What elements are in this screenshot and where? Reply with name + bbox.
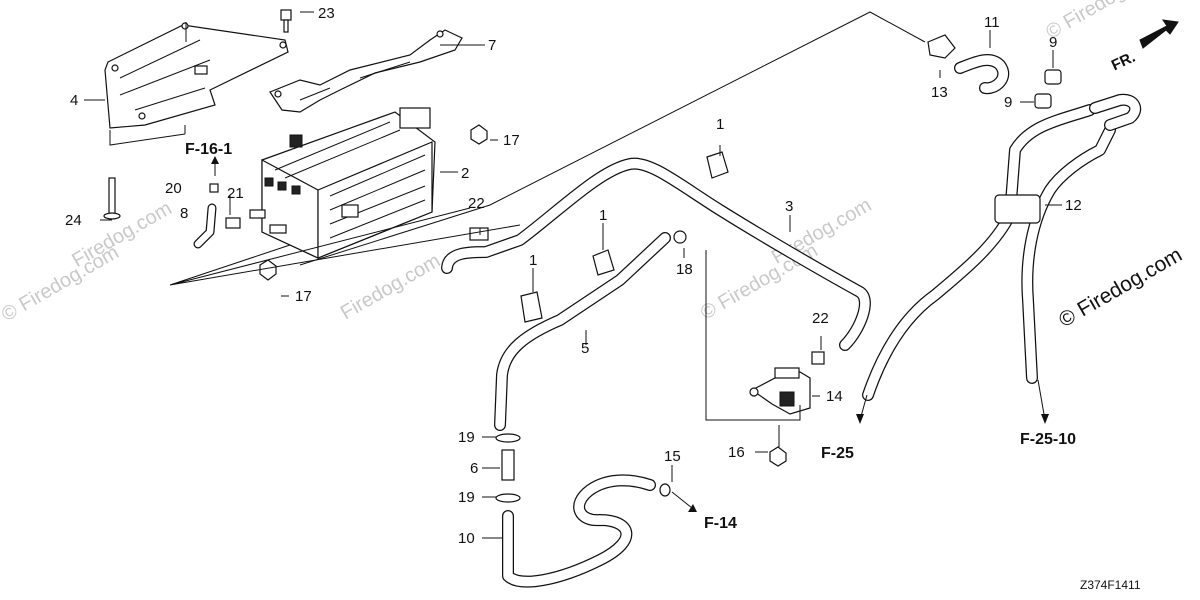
callout-9b: 9 — [1004, 94, 1012, 111]
leader-lines — [84, 11, 1062, 539]
callout-8: 8 — [180, 205, 188, 222]
callout-24: 24 — [65, 212, 82, 229]
callout-6: 6 — [470, 460, 478, 477]
hose-12-part — [862, 93, 1142, 401]
ref-f25-10[interactable]: F-25-10 — [1020, 431, 1076, 448]
callout-15: 15 — [664, 448, 681, 465]
ref-f25[interactable]: F-25 — [821, 445, 854, 462]
hose-3-part — [441, 157, 871, 351]
callout-12: 12 — [1065, 197, 1082, 214]
ref-f16-1[interactable]: F-16-1 — [185, 141, 232, 158]
clip-parts — [520, 151, 729, 323]
callout-13: 13 — [931, 84, 948, 101]
callout-18: 18 — [676, 261, 693, 278]
ref-f14[interactable]: F-14 — [704, 515, 737, 532]
callout-20: 20 — [165, 180, 182, 197]
callout-4: 4 — [70, 92, 78, 109]
hose-5-part — [494, 230, 687, 431]
callout-2: 2 — [461, 165, 469, 182]
callout-1c: 1 — [529, 252, 537, 269]
small-parts-left — [103, 9, 488, 281]
hose-11-part — [927, 34, 1062, 109]
callout-5: 5 — [581, 340, 589, 357]
connector-6-part — [495, 433, 521, 503]
callout-17b: 17 — [295, 288, 312, 305]
callout-labels: 23 7 4 17 2 20 21 8 24 17 22 1 1 1 3 18 … — [65, 5, 1082, 547]
callout-23: 23 — [318, 5, 335, 22]
callout-14: 14 — [826, 388, 843, 405]
callout-1a: 1 — [716, 116, 724, 133]
watermark-mid-left: Firedog.com — [337, 250, 444, 325]
diagram-code: Z374F1411 — [1080, 578, 1141, 592]
bracket-7-part — [269, 29, 463, 113]
callout-9a: 9 — [1049, 34, 1057, 51]
direction-label: FR. — [1109, 49, 1138, 75]
callout-22b: 22 — [812, 310, 829, 327]
hose-10-part — [502, 474, 671, 588]
bracket-4-part — [104, 22, 289, 129]
callout-11: 11 — [984, 14, 1000, 31]
callout-19: 19 — [458, 429, 475, 446]
callout-7: 7 — [488, 37, 496, 54]
callout-3: 3 — [785, 198, 793, 215]
arrows — [211, 19, 1179, 512]
callout-16: 16 — [728, 444, 745, 461]
canister-2-part — [249, 107, 436, 259]
callout-22: 22 — [468, 195, 485, 212]
reference-labels[interactable]: F-16-1 F-14 F-25 F-25-10 — [185, 141, 1076, 532]
watermark-right: © Firedog.com — [1055, 243, 1186, 332]
callout-17: 17 — [503, 132, 520, 149]
solenoid-14-part — [749, 351, 825, 467]
callout-10: 10 — [458, 530, 475, 547]
callout-21: 21 — [227, 185, 244, 202]
callout-19b: 19 — [458, 489, 475, 506]
callout-1b: 1 — [599, 207, 607, 224]
